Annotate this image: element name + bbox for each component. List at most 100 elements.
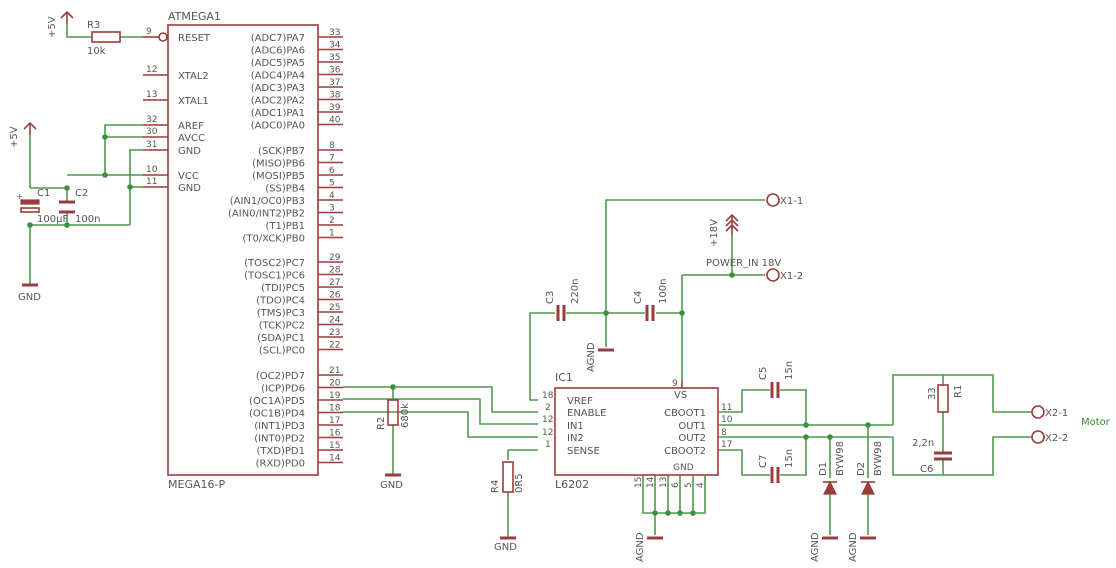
junction-dot [827,434,833,440]
agnd-d2-label: AGND [848,532,859,562]
mcu-pin-number: 18 [329,404,341,414]
mcu-pin-number: 17 [329,416,340,426]
r3-name: R3 [87,20,100,31]
driver-pin-sense-num: 1 [545,440,551,450]
mcu-pin-number: 31 [146,140,157,150]
mcu-pin-number: 23 [329,328,340,338]
plus5v-top-label: +5V [47,16,58,38]
c2-name: C2 [75,188,88,199]
driver-value: L6202 [555,478,589,491]
junction-dot [803,434,809,440]
diode-d2: D2 BYW98 [856,441,884,495]
mcu-pin-name: AVCC [178,133,205,144]
driver-pin-enable-num: 2 [545,403,551,413]
supply-plus5v-left: +5V [9,121,37,148]
wires [29,24,1032,538]
mcu-pin-number: 5 [329,179,335,189]
driver-pin-out2-name: OUT2 [678,433,706,444]
driver-name: IC1 [555,371,573,384]
driver-pin-vs-num: 9 [672,379,678,389]
x1-1-label: X1-1 [780,196,803,207]
mcu-pin-number: 1 [329,229,335,239]
resistor-r2: R2 680k [376,399,411,430]
mcu-pin-name: (ADC5)PA5 [251,58,305,69]
junction-dot [652,510,658,516]
mcu-pin-name: (RXD)PD0 [256,459,305,470]
ground-agnd-d2: AGND [848,532,876,562]
mcu-atmega16: ATMEGA1 MEGA16-P 9RESET12XTAL213XTAL132A… [143,10,343,491]
mcu-pin-name: (OC1B)PD4 [249,409,305,420]
driver-pin-in1-num: 12 [542,415,553,425]
mcu-pin-name: (TDO)PC4 [256,296,305,307]
ground-mcu: GND [18,283,41,303]
mcu-pin-name: (ADC6)PA6 [251,46,305,57]
driver-pin-out1-name: OUT1 [678,421,706,432]
driver-l6202: IC1 L6202 VREF ENABLE IN1 IN2 SENSE 18 2… [542,371,733,491]
mcu-pin-number: 21 [329,366,340,376]
mcu-pin-name: GND [178,146,201,157]
mcu-pin-name: (ADC3)PA3 [251,83,305,94]
connector-x2-1[interactable]: X2-1 [1031,405,1068,419]
connector-x1-1[interactable]: X1-1 [766,193,803,207]
c6-value: 2,2n [912,438,934,449]
d2-name: D2 [856,462,867,476]
mcu-pin-name: (TMS)PC3 [257,308,305,319]
junction-dot [102,134,108,140]
mcu-pin-number: 12 [146,65,157,75]
mcu-pin-number: 4 [329,191,335,201]
driver-pin-in1-name: IN1 [567,421,584,432]
r2-value: 680k [400,403,411,428]
mcu-pin-name: (ADC2)PA2 [251,96,305,107]
driver-pin-cboot1-name: CBOOT1 [664,408,706,419]
capacitor-c4: C4 100n [633,279,669,321]
mcu-pin-number: 40 [329,116,341,126]
c5-value: 15n [784,361,795,380]
mcu-pin-number: 3 [329,204,335,214]
junction-dot [390,384,396,390]
capacitor-c1: + C1 100µF [16,188,68,225]
junction-dot [677,510,683,516]
junction-dot [603,310,609,316]
driver-gnd-pin-number: 6 [671,482,681,488]
mcu-pin-number: 20 [329,379,341,389]
driver-body [554,387,719,476]
mcu-pin-name: (OC1A)PD5 [249,396,305,407]
capacitor-c3: C3 220n [545,279,581,321]
mcu-pin-number: 2 [329,216,335,226]
junction-dot [27,222,33,228]
junction-dot [729,272,735,278]
mcu-pin-name: (ADC0)PA0 [251,121,305,132]
x2-2-label: X2-2 [1045,433,1068,444]
c6-name: C6 [920,464,933,475]
mcu-pin-number: 32 [146,115,157,125]
mcu-pin-name: (TCK)PC2 [259,321,305,332]
driver-pin-vref-num: 18 [542,391,554,401]
mcu-pin-number: 28 [329,266,341,276]
d1-name: D1 [818,462,829,476]
driver-pin-out1-num: 10 [721,415,733,425]
mcu-pin-number: 26 [329,291,341,301]
c3-value: 220n [570,279,581,304]
driver-pin-enable-name: ENABLE [567,408,606,419]
connector-x1-2[interactable]: X1-2 [766,268,803,282]
r4-value: 0R5 [514,473,525,493]
mcu-pin-number: 39 [329,103,341,113]
gnd-mcu-label: GND [18,292,41,303]
junction-dot [102,172,108,178]
mcu-right-pins: 33(ADC7)PA734(ADC6)PA635(ADC5)PA536(ADC4… [228,28,343,470]
connector-x2-2[interactable]: X2-2 [1031,430,1068,444]
agnd-d1-label: AGND [810,532,821,562]
mcu-pin-name: (ICP)PD6 [261,384,305,395]
plus18v-label: +18V [709,219,720,247]
mcu-pin-name: (ADC4)PA4 [251,71,305,82]
mcu-pin-number: 10 [146,165,158,175]
mcu-pin-name: RESET [178,33,211,44]
mcu-pin-number: 6 [329,166,335,176]
r1-name: R1 [953,385,964,398]
mcu-pin-name: (T1)PB1 [265,221,305,232]
mcu-pin-name: (AIN1/OC0)PB3 [230,196,305,207]
mcu-body [167,24,319,476]
mcu-name: ATMEGA1 [168,10,221,23]
c5-name: C5 [758,367,769,380]
mcu-pin-name: XTAL2 [178,71,209,82]
